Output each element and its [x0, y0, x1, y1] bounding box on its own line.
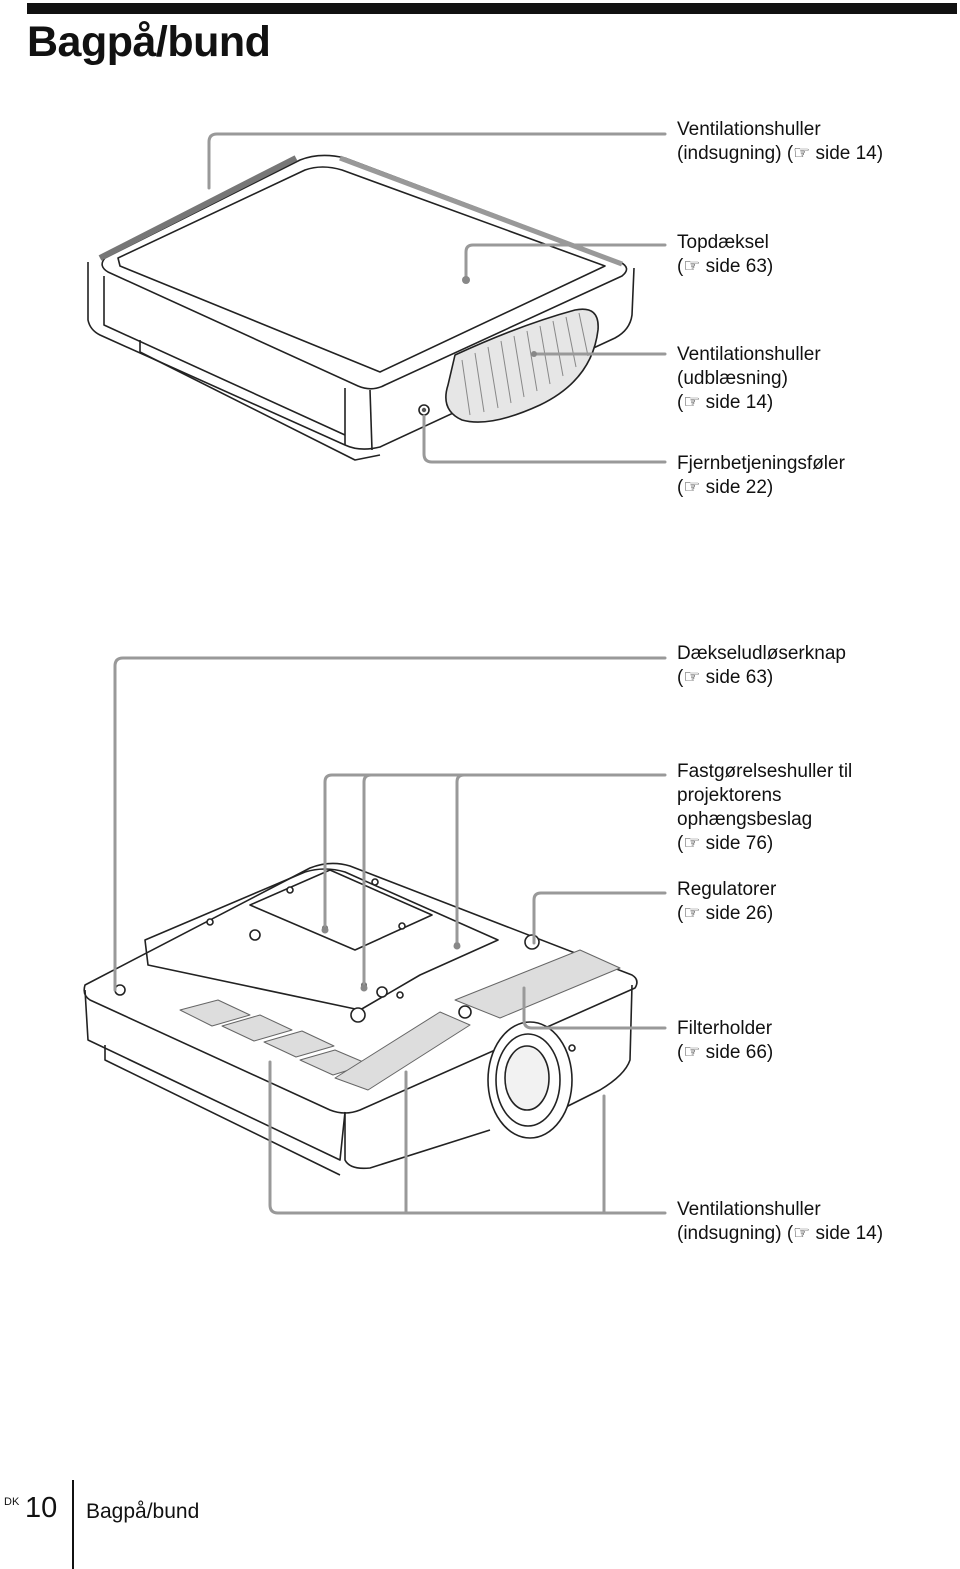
footer-language: DK: [4, 1496, 20, 1508]
callout-filter-holder: Filterholder(☞ side 66): [677, 1018, 774, 1063]
callout-leader-lines: [113, 132, 667, 1215]
projector-top-view: [87, 154, 635, 461]
footer-section-title: Bagpå/bund: [86, 1500, 200, 1523]
callout-intake-vents-bottom: Ventilationshuller(indsugning) (☞ side 1…: [677, 1199, 884, 1244]
projector-bottom-view: [83, 862, 638, 1176]
footer-divider: [72, 1480, 74, 1569]
callout-adjusters: Regulatorer(☞ side 26): [677, 879, 777, 924]
callout-exhaust-vents: Ventilationshuller(udblæsning)(☞ side 14…: [677, 344, 821, 413]
callout-cover-release: Dækseludløserknap(☞ side 63): [677, 643, 846, 688]
footer-page-number: 10: [25, 1492, 58, 1524]
callout-intake-vents-top: Ventilationshuller(indsugning) (☞ side 1…: [677, 119, 884, 164]
callout-top-cover: Topdæksel(☞ side 63): [677, 232, 774, 277]
header-rule: [27, 3, 957, 14]
callout-remote-sensor: Fjernbetjeningsføler(☞ side 22): [677, 453, 845, 498]
page-title: Bagpå/bund: [27, 18, 271, 66]
